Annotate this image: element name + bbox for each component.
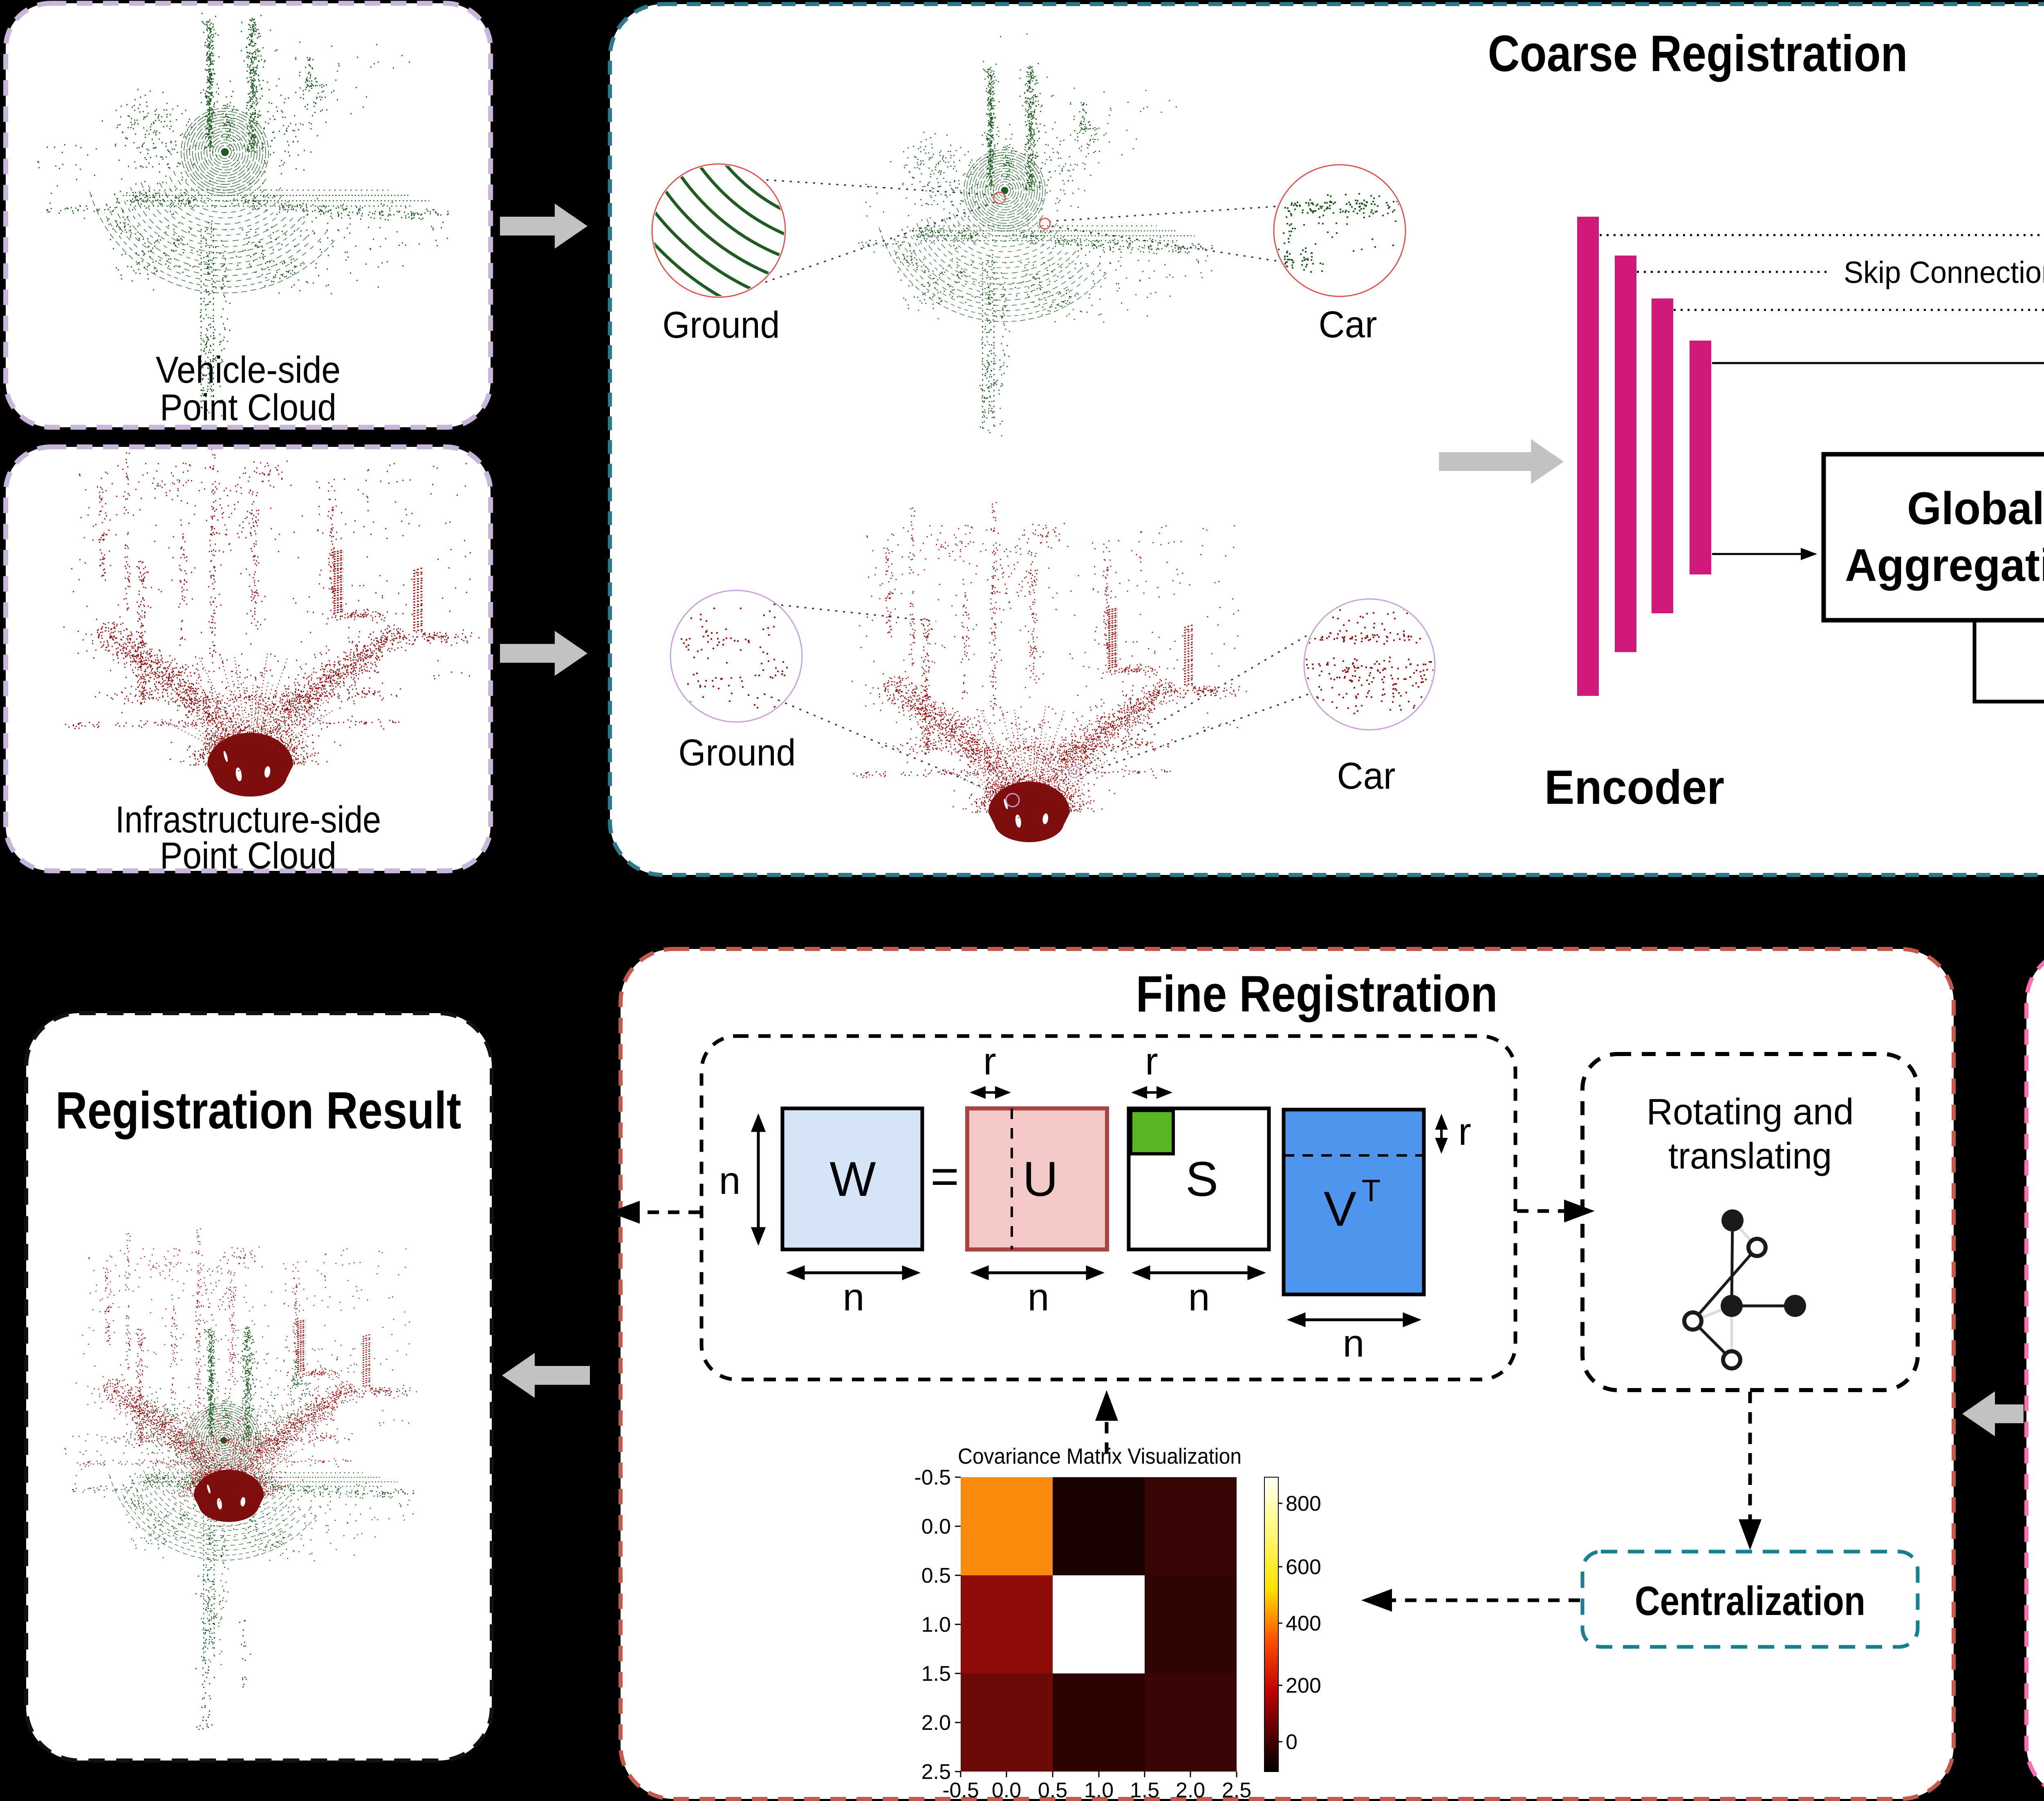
svg-text:0.0: 0.0 [921,1515,951,1539]
svg-text:2.5: 2.5 [921,1760,951,1784]
svg-text:Coarse Registration: Coarse Registration [1488,25,1908,82]
svg-text:Point Cloud: Point Cloud [160,835,336,877]
svg-text:400: 400 [1286,1612,1321,1635]
svg-text:V: V [1324,1182,1356,1236]
svg-text:1.5: 1.5 [1130,1779,1159,1801]
svg-text:Vehicle-side: Vehicle-side [156,349,341,391]
svg-text:Aggregation: Aggregation [1845,540,2044,591]
svg-text:Registration Result: Registration Result [56,1081,462,1140]
svg-text:200: 200 [1286,1674,1321,1698]
svg-text:n: n [1343,1322,1365,1365]
svg-text:0.5: 0.5 [921,1564,951,1588]
svg-text:Encoder: Encoder [1544,760,1724,814]
svg-text:Centralization: Centralization [1635,1578,1865,1624]
svg-text:0.5: 0.5 [1038,1779,1067,1801]
svg-text:Infrastructure-side: Infrastructure-side [115,799,381,841]
svg-text:n: n [1028,1276,1049,1319]
svg-text:2.0: 2.0 [1176,1779,1205,1801]
svg-text:1.0: 1.0 [921,1613,951,1637]
svg-text:-0.5: -0.5 [914,1466,951,1489]
svg-text:-0.5: -0.5 [942,1779,979,1801]
svg-text:r: r [1458,1110,1471,1153]
svg-text:Car: Car [1319,304,1377,345]
svg-text:2.5: 2.5 [1222,1779,1251,1801]
svg-text:W: W [829,1152,876,1207]
svg-text:Fine Registration: Fine Registration [1136,966,1498,1023]
svg-text:Rotating and: Rotating and [1647,1092,1854,1133]
svg-text:2.0: 2.0 [921,1711,951,1735]
svg-text:Global: Global [1907,483,2044,534]
svg-text:n: n [1188,1276,1210,1319]
svg-text:Car: Car [1337,755,1396,797]
svg-text:r: r [983,1040,996,1083]
svg-text:Covariance Matrix Visualizatio: Covariance Matrix Visualization [958,1444,1242,1469]
svg-text:U: U [1023,1152,1058,1207]
svg-text:S: S [1186,1152,1218,1207]
svg-text:Ground: Ground [679,732,796,774]
svg-text:Skip Connections: Skip Connections [1844,255,2044,289]
svg-text:T: T [1362,1173,1381,1208]
svg-text:600: 600 [1286,1555,1321,1579]
svg-text:=: = [930,1149,959,1204]
svg-text:n: n [843,1276,865,1319]
svg-text:Ground: Ground [663,304,780,346]
svg-text:1.0: 1.0 [1084,1779,1114,1801]
svg-text:0.0: 0.0 [992,1779,1021,1801]
svg-text:n: n [719,1159,741,1202]
svg-text:1.5: 1.5 [921,1662,951,1686]
svg-text:Point Cloud: Point Cloud [160,387,336,428]
svg-text:r: r [1145,1040,1158,1083]
svg-text:0: 0 [1286,1730,1298,1754]
svg-text:translating: translating [1668,1136,1832,1177]
svg-text:800: 800 [1286,1492,1321,1516]
